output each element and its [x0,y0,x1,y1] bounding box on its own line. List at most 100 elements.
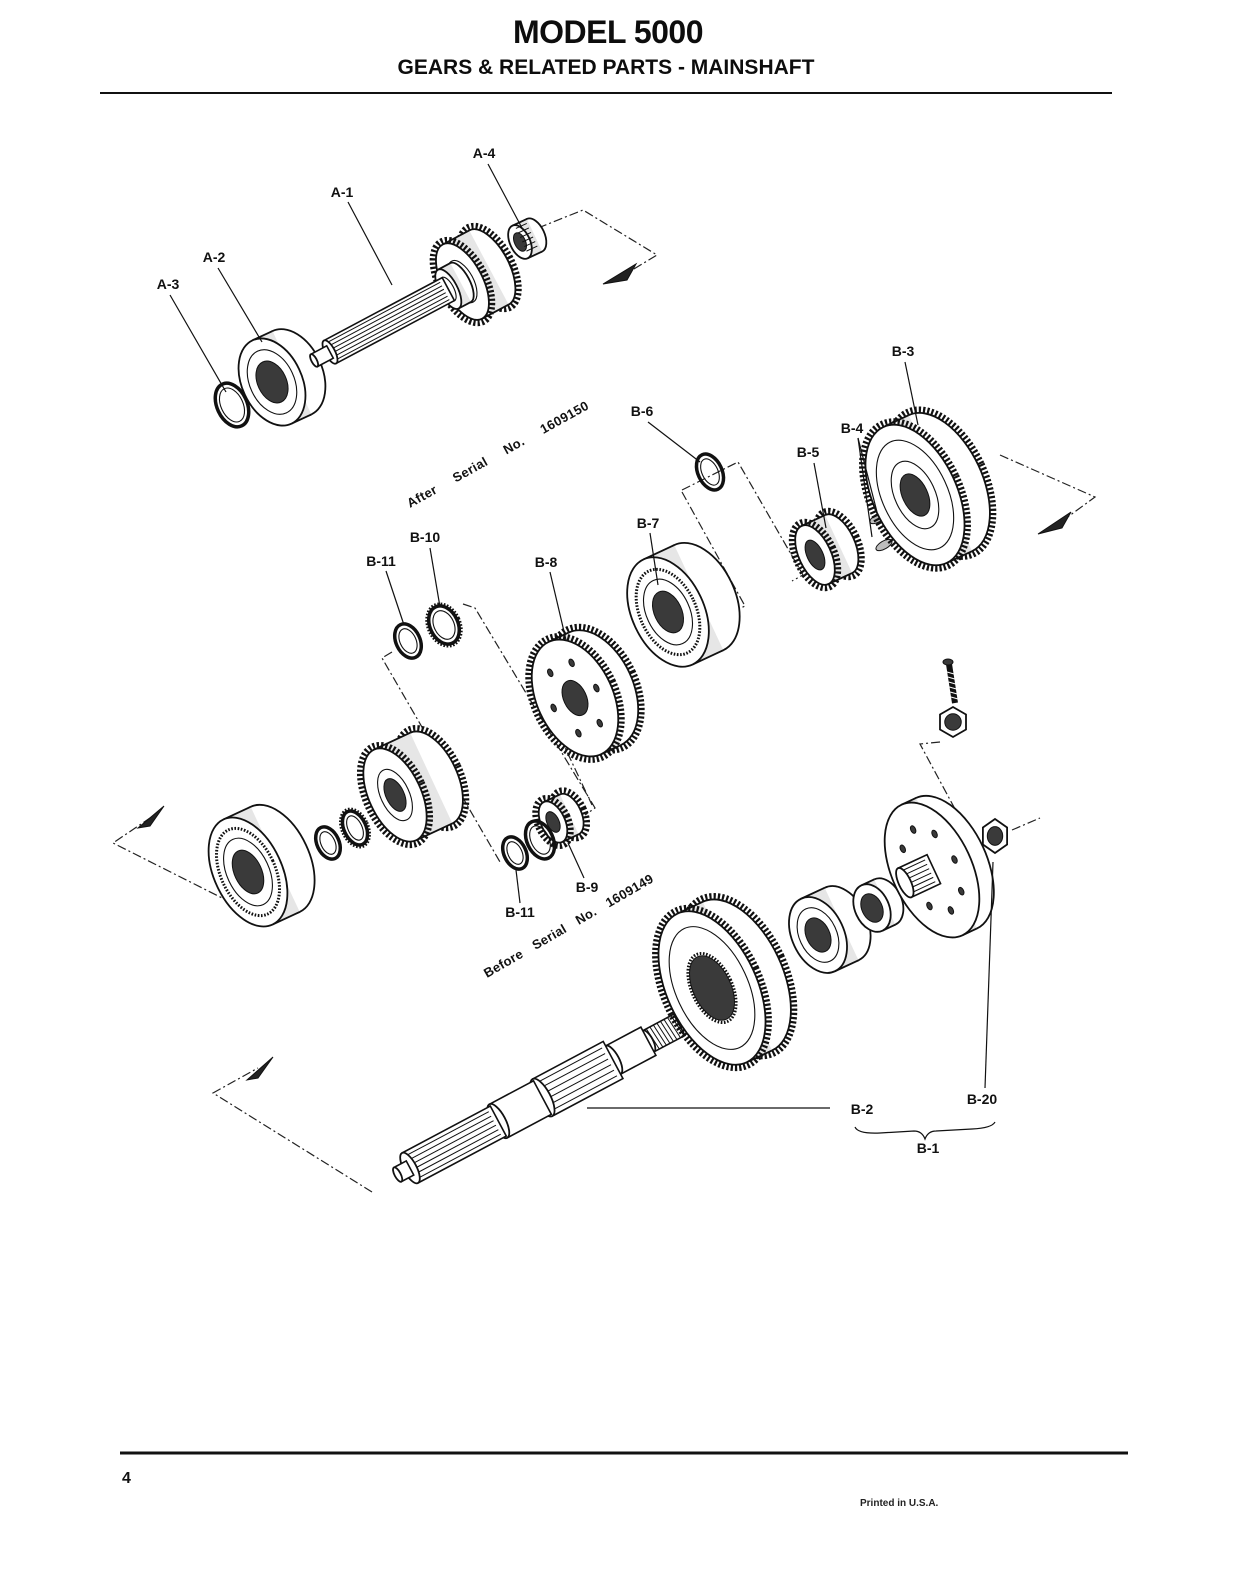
synchronizer-left-inner-0 [215,826,281,918]
gear-main-rear-teeth [677,893,798,1060]
snap-ring-left [313,825,343,861]
gear-main-inner-2 [689,955,735,1021]
mainshaft-b2-splines-front-spline [414,1124,497,1169]
mainshaft-b2-thread-thread [656,1022,671,1044]
label-a2: A-2 [203,249,226,265]
assembly-guide-lines [111,209,1097,1193]
gear-b5 [788,507,865,592]
roller-bearing-a4-roller [526,245,538,252]
input-shaft-a1-pilot-end [309,353,320,368]
mainshaft-b2-splines-rear-spline [553,1075,618,1111]
mainshaft-b2-splines-front-spline [407,1111,490,1156]
flange-b20-hole [931,829,938,839]
snap-ring-a3-band [213,381,251,429]
mainshaft-b2-thread-thread [663,1019,678,1040]
ring-b10-band [427,604,461,646]
gear-b8-hole [593,683,600,693]
guide-b3-to-arrow [999,454,1097,531]
leader-b9 [567,842,585,879]
leader-a2 [217,267,263,343]
page-header: MODEL 5000 GEARS & RELATED PARTS - MAINS… [100,14,1112,94]
flange-b20-hole [947,906,955,915]
gear-left-inner-0 [377,768,413,822]
gear-main-teeth [652,904,772,1072]
synchronizer-left-inner-1 [223,837,273,907]
bolt-thread [950,696,959,700]
blocker-ring-left-tabs [338,807,372,849]
bearing-main-inner-0 [796,907,840,963]
exploded-parts [207,217,1008,1185]
gear-b3-inner-1 [890,460,940,530]
leader-b10 [429,547,441,608]
ring-b10-tabs [425,602,463,648]
leader-b6 [647,421,701,463]
bolt-head [942,658,954,666]
gear-b8 [525,623,645,763]
mainshaft-b2-splines-rear-spline [538,1047,603,1083]
gear-b8-inner-0 [561,679,589,717]
bolt-thread [949,686,957,690]
label-a3: A-3 [157,276,180,292]
gear-b8-teeth [525,633,625,763]
leader-b8 [549,571,567,641]
snap-ring-b6-band [694,452,726,492]
leader-lines [169,163,996,1141]
gear-b5-rear-teeth [812,507,865,581]
gear-b3 [859,406,997,572]
label-b6: B-6 [631,403,654,419]
nut-bore [986,826,1004,846]
guide-mainshaft-to-arrow [211,1067,373,1193]
label-b7: B-7 [637,515,660,531]
guide-b8-to-b9 [552,721,593,806]
mainshaft-b2-splines-front-spline [409,1115,492,1160]
hub-b9-inner-0 [545,811,561,833]
label-b8: B-8 [535,554,558,570]
flange-b20-hole [926,901,933,911]
gear-b3-teeth [859,418,971,572]
gear-b8-hole [546,668,554,678]
gear-b5-teeth [788,518,842,592]
input-shaft-a1-splines-spline [330,285,443,346]
flange-b20-hub-spline [907,868,930,880]
arrow-up-icon [602,262,638,285]
mainshaft-b2-splines-rear-spline [541,1053,606,1088]
ring-b9-inner [529,825,551,855]
roller-bearing-a4-roller [519,232,532,238]
gear-b8-hole [550,703,557,713]
roller-bearing-a4-inner-0 [512,232,528,252]
mainshaft-b2-splines-front-spline [419,1133,501,1178]
synchronizer-b7-inner-1 [642,578,694,646]
note-before-serial: Before Serial No. 1609149 [481,871,656,981]
flange-b20-hole [957,886,965,896]
mainshaft-b2-splines-front-spline [416,1129,499,1174]
bolt-thread [947,676,955,680]
label-b4: B-4 [841,420,864,436]
brace-b1 [854,1121,996,1141]
ring-b10-inner [432,610,456,640]
input-shaft-a1-splines-spline [334,292,446,353]
page-subtitle: GEARS & RELATED PARTS - MAINSHAFT [398,56,815,79]
arrow-right-icon [1037,511,1072,535]
snap-ring-b6 [694,452,726,492]
mainshaft-b2-thread-thread [649,1026,664,1048]
gear-left-edge-top [373,731,411,751]
leader-b4-a [857,437,878,513]
mainshaft-b2-thread-thread [660,1020,674,1042]
label-b10: B-10 [410,529,441,545]
flange-b20-hub-spline [905,863,928,875]
bolt-shank [946,663,958,704]
mainshaft-b2-pilot-end [392,1166,404,1183]
flange-b20-hub-spline [913,881,936,893]
leader-a1 [347,201,393,286]
input-shaft-a1-splines-spline [336,295,448,356]
bearing-a2-inner-0 [246,349,298,415]
bolt-thread [946,671,955,675]
gear-b8-hole [575,728,582,738]
leader-a4 [487,163,523,229]
snap-ring-b11-upper-inner [398,628,418,654]
flange-b20-hub-spline [911,876,934,888]
mainshaft-b2 [392,1013,687,1185]
printed-in-note: Printed in U.S.A. [860,1498,939,1509]
snap-ring-b6-inner [700,458,720,486]
